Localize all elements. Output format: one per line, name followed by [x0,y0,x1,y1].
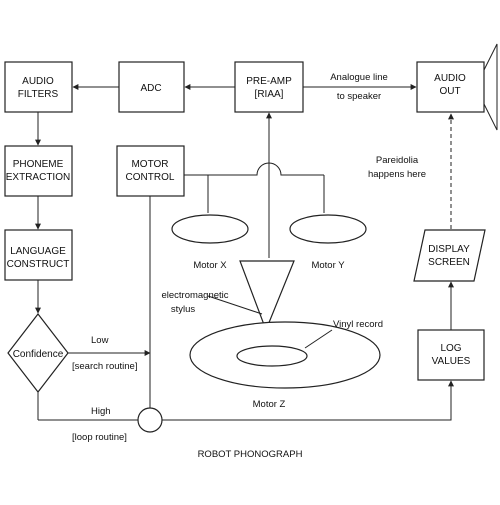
motor-y-shape [289,214,367,244]
confidence-decision: Confidence [7,313,69,393]
pareidolia-label-2: happens here [368,169,426,180]
audio-filters-line-1: AUDIO [22,76,54,87]
record-label-shape [236,345,308,367]
display-screen-line-1: DISPLAY [428,244,470,255]
audio-out-block: AUDIO OUT [416,61,485,113]
motor-control-line-1: MOTOR [131,159,168,170]
log-values-block: LOG VALUES [417,329,485,381]
pareidolia-label-1: Pareidolia [376,155,419,166]
analogue-line-label-1: Analogue line [330,72,388,83]
phoneme-extraction-line-2: EXTRACTION [6,172,70,183]
vinyl-record-label: Vinyl record [333,319,383,330]
phoneme-extraction-line-1: PHONEME [13,159,64,170]
vinyl-pointer-line [304,329,333,349]
confidence-label: Confidence [13,349,64,360]
audio-filters-line-2: FILTERS [18,89,59,100]
diagram-caption: ROBOT PHONOGRAPH [198,449,303,460]
stylus-shape [239,260,295,332]
pre-amp-block: PRE-AMP [RIAA] [234,61,304,113]
log-values-line-1: LOG [440,343,461,354]
adc-label: ADC [140,83,161,94]
loop-routine-label: [loop routine] [72,432,127,443]
language-construct-block: LANGUAGE CONSTRUCT [4,229,73,281]
line-motor-control-bus [184,162,324,176]
motor-z-label: Motor Z [253,399,286,410]
log-values-line-2: VALUES [432,356,471,367]
audio-out-line-1: AUDIO [434,73,466,84]
junction-circle [137,407,163,433]
language-construct-line-2: CONSTRUCT [7,259,70,270]
pre-amp-line-1: PRE-AMP [246,76,292,87]
motor-y-label: Motor Y [311,260,345,271]
motor-x-label: Motor X [193,260,227,271]
arrow-junction-to-log-values [162,380,454,421]
motor-control-block: MOTOR CONTROL [116,145,185,197]
high-label: High [91,406,111,417]
search-routine-label: [search routine] [72,361,137,372]
stylus-pointer-line [207,295,263,315]
display-screen-block: DISPLAY SCREEN [413,229,486,282]
audio-filters-block: AUDIO FILTERS [4,61,73,113]
phoneme-extraction-block: PHONEME EXTRACTION [4,145,73,197]
motor-x-shape [171,214,249,244]
audio-out-line-2: OUT [439,86,460,97]
stylus-label-2: stylus [171,304,196,315]
speaker-icon [483,43,498,131]
language-construct-line-1: LANGUAGE [10,246,66,257]
motor-control-line-2: CONTROL [126,172,175,183]
low-label: Low [91,335,109,346]
pre-amp-line-2: [RIAA] [255,89,284,100]
display-screen-line-2: SCREEN [428,257,470,268]
stylus-label-1: electromagnetic [161,290,228,301]
adc-block: ADC [118,61,185,113]
analogue-line-label-2: to speaker [337,91,381,102]
